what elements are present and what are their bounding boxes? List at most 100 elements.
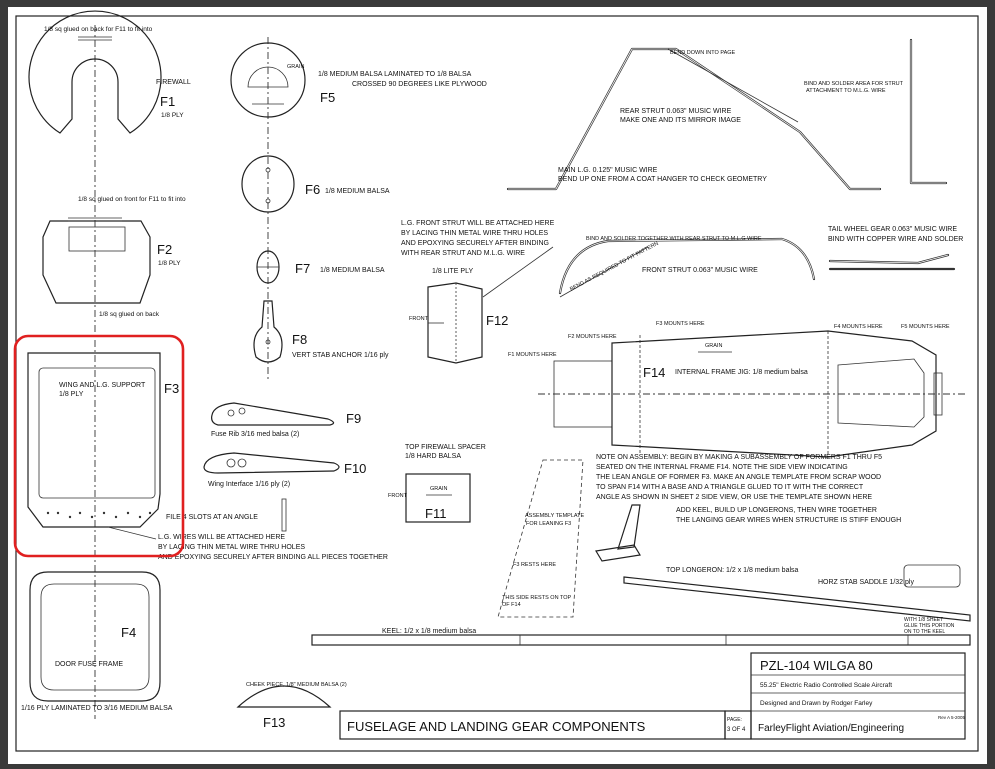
assembly-note-2: SEATED ON THE INTERNAL FRAME F14. NOTE T… [596, 464, 848, 471]
former-f9: F9 Fuse Rib 3/16 med balsa (2) [211, 402, 361, 438]
f2-note-bottom: 1/8 sq glued on back [99, 311, 160, 318]
template-1: ASSEMBLY TEMPLATE [525, 513, 585, 519]
f3-material: 1/8 PLY [59, 391, 84, 398]
f1-note: 1/8 sq glued on back for F11 to fit into [44, 26, 153, 33]
page-label: PAGE: [727, 717, 742, 723]
slot-strip [281, 498, 287, 532]
f2-name: F2 [157, 242, 172, 257]
former-f13: CHEEK PIECE, 1/8" MEDIUM BALSA (2) F13 [236, 682, 347, 730]
tail-wheel-gear: TAIL WHEEL GEAR 0.063" MUSIC WIRE BIND W… [828, 226, 963, 271]
assembly-note-4: TO SPAN F14 WITH A BASE AND A TRIANGLE G… [596, 484, 864, 491]
f12-note-1: L.G. FRONT STRUT WILL BE ATTACHED HERE [401, 220, 555, 227]
front-strut-bind: BIND AND SOLDER TOGETHER WITH REAR STRUT… [586, 236, 762, 242]
former-f11: TOP FIREWALL SPACER 1/8 HARD BALSA GRAIN… [388, 444, 486, 523]
f14-mount-f4: F4 MOUNTS HERE [834, 324, 883, 330]
f7-material: 1/8 MEDIUM BALSA [320, 267, 385, 274]
tail-gear-1: TAIL WHEEL GEAR 0.063" MUSIC WIRE [828, 226, 957, 233]
f5-note-2: CROSSED 90 DEGREES LIKE PLYWOOD [352, 81, 487, 88]
f12-name: F12 [486, 313, 508, 328]
f4-material: 1/16 PLY LAMINATED TO 3/16 MEDIUM BALSA [21, 705, 173, 712]
rear-strut-1: REAR STRUT 0.063" MUSIC WIRE [620, 108, 732, 115]
main-lg-2: BEND UP ONE FROM A COAT HANGER TO CHECK … [558, 176, 767, 183]
f11-name: F11 [425, 506, 446, 521]
internal-frame-f14: F2 MOUNTS HERE F1 MOUNTS HERE F3 MOUNTS … [508, 321, 968, 458]
former-f10: F10 Wing Interface 1/16 ply (2) [203, 452, 366, 488]
side-rests-2: OF F14 [502, 602, 521, 608]
f11-label-1: TOP FIREWALL SPACER [405, 444, 486, 451]
f14-mount-f3: F3 MOUNTS HERE [656, 321, 705, 327]
gear-bind-strut-2: ATTACHMENT TO M.L.G. WIRE [806, 88, 886, 94]
former-f8: F8 VERT STAB ANCHOR 1/16 ply [253, 300, 389, 363]
model-title: PZL-104 WILGA 80 [760, 658, 873, 673]
main-lg-1: MAIN L.G. 0.125" MUSIC WIRE [558, 167, 658, 174]
f14-name: F14 [643, 365, 665, 380]
f6-material: 1/8 MEDIUM BALSA [325, 188, 390, 195]
f3-highlight-box [13, 334, 185, 558]
former-f7: F7 1/8 MEDIUM BALSA [256, 250, 385, 284]
keel-note-2: THE LANGING GEAR WIRES WHEN STRUCTURE IS… [676, 517, 901, 524]
sheet-title: FUSELAGE AND LANDING GEAR COMPONENTS [347, 719, 646, 734]
f3-slots-note: FILE 4 SLOTS AT AN ANGLE [166, 514, 258, 521]
drawing-sheet: 1/8 sq glued on back for F11 to fit into… [8, 7, 987, 764]
assembly-template: ASSEMBLY TEMPLATE FOR LEANING F3 F3 REST… [497, 459, 641, 618]
f11-front: FRONT [388, 493, 408, 499]
f14-material: INTERNAL FRAME JIG: 1/8 medium balsa [675, 369, 808, 376]
f6-name: F6 [305, 182, 320, 197]
assembly-notes: NOTE ON ASSEMBLY: BEGIN BY MAKING A SUBA… [596, 454, 901, 524]
former-f6: F6 1/8 MEDIUM BALSA [241, 155, 390, 213]
former-f1: 1/8 sq glued on back for F11 to fit into… [28, 10, 191, 134]
template-2: FOR LEANING F3 [526, 521, 571, 527]
assembly-note-1: NOTE ON ASSEMBLY: BEGIN BY MAKING A SUBA… [596, 454, 882, 461]
main-landing-gear: BEND DOWN INTO PAGE BIND AND SOLDER AREA… [506, 38, 948, 191]
f14-mount-f2: F2 MOUNTS HERE [568, 334, 617, 340]
f11-label-2: 1/8 HARD BALSA [405, 453, 461, 460]
side-rests-1: THIS SIDE RESTS ON TOP [502, 595, 572, 601]
tail-gear-2: BIND WITH COPPER WIRE AND SOLDER [828, 236, 963, 243]
f14-mount-f5: F5 MOUNTS HERE [901, 324, 950, 330]
plan-drawing: 1/8 sq glued on back for F11 to fit into… [13, 10, 979, 752]
f4-name: F4 [121, 625, 136, 640]
revision: Rev A 5-2005 [938, 715, 966, 720]
f1-label: FIREWALL [156, 79, 191, 86]
model-desc: 55.25" Electric Radio Controlled Scale A… [760, 682, 892, 689]
former-f5: GRAIN 1/8 MEDIUM BALSA LAMINATED TO 1/8 … [230, 42, 487, 118]
assembly-note-5: ANGLE AS SHOWN IN SHEET 2 SIDE VIEW, OR … [596, 494, 872, 501]
f12-material: 1/8 LITE PLY [432, 268, 473, 275]
front-strut: BIND AND SOLDER TOGETHER WITH REAR STRUT… [558, 236, 816, 298]
f3-lg-note-2: BY LACING THIN METAL WIRE THRU HOLES [158, 544, 305, 551]
gear-bend-note: BEND DOWN INTO PAGE [670, 50, 736, 56]
former-f4: F4 DOOR FUSE FRAME 1/16 PLY LAMINATED TO… [21, 571, 173, 712]
f7-name: F7 [295, 261, 310, 276]
former-f12: 1/8 LITE PLY FRONT F12 L.G. FRONT STRUT … [401, 220, 555, 364]
company-name: FarleyFlight Aviation/Engineering [758, 723, 904, 734]
f5-grain: GRAIN [287, 64, 304, 70]
f14-mount-f1: F1 MOUNTS HERE [508, 352, 557, 358]
f1-material: 1/8 PLY [161, 112, 184, 119]
sheet-note-3: ON TO THE KEEL [904, 629, 945, 635]
f5-note-1: 1/8 MEDIUM BALSA LAMINATED TO 1/8 BALSA [318, 71, 472, 78]
f12-note-3: AND EPOXYING SECURELY AFTER BINDING [401, 240, 549, 247]
former-f2: 1/8 sq glued on front for F11 to fit int… [42, 196, 186, 318]
f12-note-4: WITH REAR STRUT AND M.L.G. WIRE [401, 250, 525, 257]
top-longeron: TOP LONGERON: 1/2 x 1/8 medium balsa [666, 567, 799, 574]
f12-note-2: BY LACING THIN METAL WIRE THRU HOLES [401, 230, 548, 237]
f11-grain: GRAIN [430, 486, 447, 492]
f3-label: WING AND L.G. SUPPORT [59, 382, 146, 389]
f8-name: F8 [292, 332, 307, 347]
f12-front: FRONT [409, 316, 429, 322]
former-f3: WING AND L.G. SUPPORT 1/8 PLY F3 FILE 4 … [27, 352, 388, 561]
f14-grain: GRAIN [705, 343, 722, 349]
designer: Designed and Drawn by Rodger Farley [760, 700, 873, 707]
f10-material: Wing Interface 1/16 ply (2) [208, 481, 290, 488]
f4-label: DOOR FUSE FRAME [55, 661, 123, 668]
f10-name: F10 [344, 461, 366, 476]
f3-lg-note-1: L.G. WIRES WILL BE ATTACHED HERE [158, 534, 285, 541]
keel-note-1: ADD KEEL, BUILD UP LONGERONS, THEN WIRE … [676, 507, 877, 514]
f1-name: F1 [160, 94, 175, 109]
f3-lg-note-3: AND EPOXYING SECURELY AFTER BINDING ALL … [158, 554, 388, 561]
rear-strut-2: MAKE ONE AND ITS MIRROR IMAGE [620, 117, 741, 124]
f8-material: VERT STAB ANCHOR 1/16 ply [292, 352, 389, 359]
title-block: PZL-104 WILGA 80 55.25" Electric Radio C… [339, 652, 966, 740]
gear-bind-strut-1: BIND AND SOLDER AREA FOR STRUT [804, 81, 904, 87]
front-strut-label: FRONT STRUT 0.063" MUSIC WIRE [642, 267, 758, 274]
